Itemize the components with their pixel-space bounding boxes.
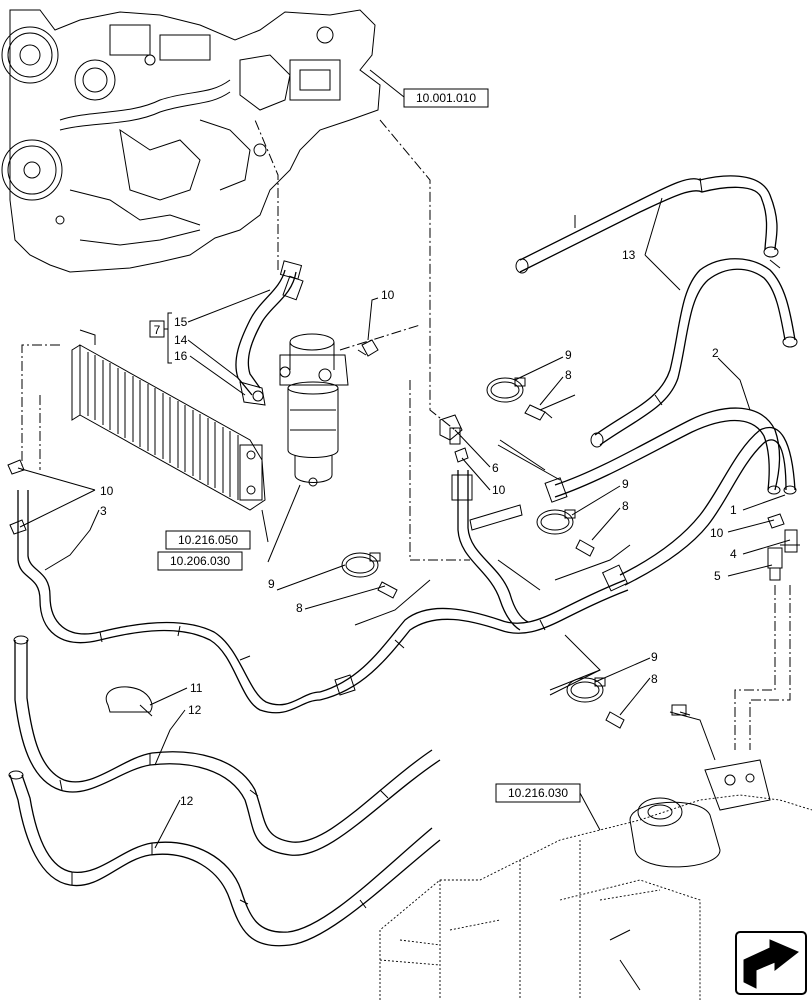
hose-kit-7 — [235, 260, 304, 406]
hose-12-a — [13, 635, 441, 856]
clamp-9-c — [341, 552, 381, 578]
callout-14: 14 — [174, 333, 188, 347]
ref-filter-b-label: 10.206.030 — [170, 554, 230, 568]
clamp-11 — [105, 686, 153, 717]
callout-4: 4 — [730, 547, 737, 561]
callout-9-d: 9 — [651, 650, 658, 664]
callout-10-top: 10 — [381, 288, 395, 302]
connector-8-a — [524, 404, 553, 421]
leader-lines — [21, 119, 791, 750]
callout-9-a: 9 — [565, 348, 572, 362]
hose-12-b — [8, 770, 441, 947]
clamp-9-d — [566, 677, 606, 703]
callout-11: 11 — [190, 681, 203, 695]
callout-numbers: 15 14 16 10 13 2 9 8 6 10 9 8 1 10 4 5 1… — [100, 248, 737, 808]
engine-illustration — [1, 9, 381, 273]
callout-2: 2 — [712, 346, 719, 360]
callout-3: 3 — [100, 504, 107, 518]
clamp-9-a — [486, 377, 526, 403]
callout-7: 7 — [154, 323, 161, 337]
callout-9-c: 9 — [268, 577, 275, 591]
callout-leaders — [17, 69, 791, 849]
ref-filter-a-label: 10.216.050 — [178, 533, 238, 547]
callout-1: 1 — [730, 503, 737, 517]
fuel-tank — [379, 704, 812, 1000]
ref-engine-label: 10.001.010 — [416, 91, 476, 105]
hose-13 — [515, 175, 798, 448]
callout-9-b: 9 — [622, 477, 629, 491]
callout-10-mid: 10 — [492, 483, 506, 497]
clamp-9-b — [536, 509, 576, 535]
callout-6: 6 — [492, 461, 499, 475]
ref-box-filter-b: 10.206.030 — [157, 551, 243, 571]
hose-1-2 — [544, 407, 797, 592]
ref-box-tank: 10.216.030 — [495, 783, 581, 803]
callout-15: 15 — [174, 315, 188, 329]
callout-10-left: 10 — [100, 484, 114, 498]
fuel-cooler — [71, 329, 266, 511]
callout-5: 5 — [714, 569, 721, 583]
connector-8-c — [377, 581, 398, 599]
callout-12-a: 12 — [188, 703, 202, 717]
fitting-10-left — [7, 459, 27, 535]
callout-8-a: 8 — [565, 368, 572, 382]
connector-8-d — [605, 711, 625, 729]
callout-8-c: 8 — [296, 601, 303, 615]
callout-10-right: 10 — [710, 526, 724, 540]
callout-16: 16 — [174, 349, 188, 363]
ref-box-filter-a: 10.216.050 — [165, 530, 251, 550]
hose-3-main — [17, 470, 629, 714]
next-page-arrow-icon[interactable] — [735, 931, 807, 995]
callout-8-b: 8 — [622, 499, 629, 513]
fitting-6 — [439, 414, 463, 445]
fitting-10-mid — [454, 447, 469, 463]
fitting-10-top — [357, 339, 379, 357]
callout-13: 13 — [622, 248, 636, 262]
ref-box-engine: 10.001.010 — [403, 88, 489, 108]
connector-8-b — [575, 539, 595, 557]
fuel-filter — [279, 333, 349, 487]
ref-tank-label: 10.216.030 — [508, 786, 568, 800]
callout-8-d: 8 — [651, 672, 658, 686]
connector-brackets — [354, 394, 631, 696]
kit-bracket: 7 — [149, 312, 172, 364]
fittings-right — [767, 513, 800, 581]
callout-12-b: 12 — [180, 794, 194, 808]
